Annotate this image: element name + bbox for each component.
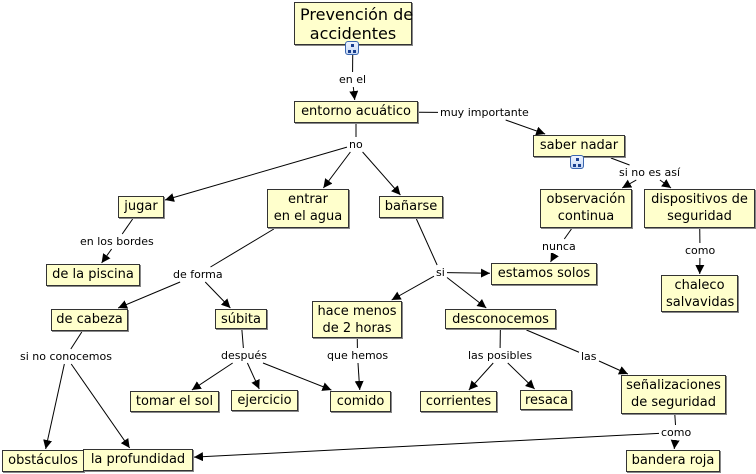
link-como-1[interactable]: como (684, 244, 717, 257)
concept-chaleco[interactable]: chaleco salvavidas (661, 275, 738, 312)
concept-saber-nadar[interactable]: saber nadar (533, 135, 625, 157)
link-despues[interactable]: después (220, 349, 268, 362)
concept-entorno[interactable]: entorno acuático (294, 101, 418, 123)
concept-tomar-sol[interactable]: tomar el sol (130, 391, 219, 412)
connection-si_no_conocemos-obstaculos (43, 363, 65, 450)
link-nunca[interactable]: nunca (541, 240, 577, 253)
connection-en_los_bordes-piscina (101, 248, 113, 264)
link-las[interactable]: las (580, 350, 598, 363)
concept-comido[interactable]: comido (330, 391, 391, 412)
connection-no-banarse (362, 151, 401, 196)
link-las-posibles[interactable]: las posibles (467, 349, 534, 362)
connection-muy_importante-saber_nadar (505, 119, 546, 136)
connection-jugar-en_los_bordes (121, 218, 134, 235)
link-muy-importante[interactable]: muy importante (439, 106, 530, 119)
connection-si-estamos_solos (446, 268, 491, 278)
concept-banarse[interactable]: bañarse (379, 196, 443, 218)
saber-nadar-resources-icon[interactable] (570, 155, 584, 169)
link-de-forma[interactable]: de forma (172, 268, 224, 281)
link-no[interactable]: no (348, 138, 364, 151)
connection-las-senalizaciones (598, 360, 629, 375)
connection-despues-comido (262, 362, 332, 391)
concept-subita[interactable]: súbita (215, 309, 267, 329)
concept-ejercicio[interactable]: ejercicio (231, 390, 298, 411)
concept-estamos-solos[interactable]: estamos solos (491, 263, 597, 285)
connection-si_no_es_asi-dispositivos (659, 179, 672, 189)
connection-de_forma-cabeza (117, 281, 181, 309)
concept-observacion[interactable]: observación continua (540, 189, 632, 228)
concept-dispositivos[interactable]: dispositivos de seguridad (644, 189, 755, 228)
connection-nunca-estamos_solos (550, 251, 559, 263)
connection-que_hemos-comido (354, 362, 364, 391)
connection-cabeza-si_no_conocemos (70, 331, 83, 350)
link-como-2[interactable]: como (660, 426, 693, 439)
connection-despues-tomar_sol (191, 362, 233, 391)
concept-cabeza[interactable]: de cabeza (51, 309, 128, 331)
connection-banarse-si (415, 218, 438, 266)
concept-desconocemos[interactable]: desconocemos (445, 309, 556, 329)
connection-si_no_conocemos-profundidad (70, 363, 131, 449)
concept-profundidad[interactable]: la profundidad (83, 449, 193, 471)
connection-observacion-nunca (563, 228, 572, 240)
connection-no-entrar (322, 151, 351, 189)
link-si-no-es-asi[interactable]: si no es así (618, 166, 682, 179)
connection-despues-ejercicio (246, 362, 260, 390)
concept-hace-menos[interactable]: hace menos de 2 horas (312, 301, 402, 338)
connection-senalizaciones-como2 (674, 414, 677, 426)
concept-entrar[interactable]: entrar en el agua (267, 189, 349, 228)
link-que-hemos[interactable]: que hemos (326, 349, 390, 362)
link-si[interactable]: si (435, 266, 446, 279)
connection-si_no_es_asi-observacion (621, 179, 637, 189)
connection-subita-despues (241, 329, 244, 349)
connection-no-jugar (164, 146, 348, 202)
connection-como2-bandera (670, 439, 680, 450)
concept-piscina[interactable]: de la piscina (46, 264, 140, 286)
concept-jugar[interactable]: jugar (118, 196, 164, 218)
concept-prevencion[interactable]: Prevención de accidentes (294, 2, 413, 45)
link-si-no-conocemos[interactable]: si no conocemos (19, 350, 113, 363)
connection-en_el-entorno (349, 86, 359, 101)
connection-saber_nadar-si_no_es_asi (610, 157, 630, 166)
connection-las_posibles-corrientes (468, 362, 494, 391)
connection-entrar-de_forma (210, 228, 275, 268)
connection-de_forma-subita (204, 281, 231, 309)
prevencion-resources-icon[interactable] (345, 41, 359, 55)
concept-bandera[interactable]: bandera roja (626, 450, 720, 472)
link-en-el[interactable]: en el (338, 73, 368, 86)
connection-si-desconocemos (446, 277, 487, 309)
concept-senalizaciones[interactable]: señalizaciones de seguridad (621, 375, 726, 414)
connection-desconocemos-las (526, 329, 580, 353)
concept-obstaculos[interactable]: obstáculos (2, 450, 84, 472)
connection-si-hace_menos (391, 275, 435, 301)
connection-las_posibles-resaca (507, 362, 535, 390)
connection-como2-profundidad (193, 432, 660, 462)
link-en-los-bordes[interactable]: en los bordes (79, 235, 155, 248)
concept-resaca[interactable]: resaca (520, 390, 572, 410)
concept-corrientes[interactable]: corrientes (420, 391, 497, 412)
